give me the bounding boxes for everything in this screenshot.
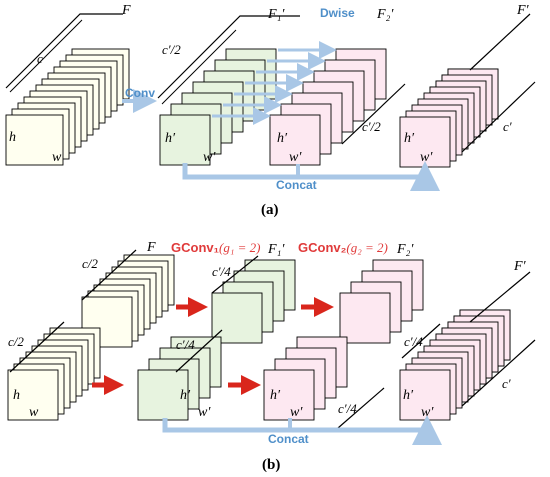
- gconv2-name: GConv₂: [298, 240, 347, 255]
- concat-arrow-b: [162, 415, 442, 445]
- label-h-a: h: [9, 130, 16, 145]
- output-feature-stack-b: [399, 309, 511, 421]
- label-h1-a: h′: [165, 131, 176, 146]
- label-w1-a: w′: [203, 150, 216, 165]
- label-w-a: w: [52, 150, 62, 165]
- gconv1-label-b: GConv₁(g₁ = 2): [171, 240, 260, 255]
- label-w-b: w: [29, 405, 39, 420]
- output-channel-sheet: [399, 369, 451, 421]
- gconv1-bottom-stack-b: [137, 336, 222, 421]
- label-cq3-b: c′/4: [404, 334, 423, 349]
- dwise-label-a: Dwise: [320, 6, 355, 20]
- gconv2-bottom-stack-b: [263, 336, 348, 421]
- label-cq2-b: c′/4: [176, 337, 195, 352]
- label-c-half-a: c′/2: [162, 42, 181, 57]
- label-h-b: h: [13, 388, 20, 403]
- bracket-f1-a: [157, 15, 300, 99]
- bracket-c-half-a: [161, 29, 237, 105]
- caption-b: (b): [262, 457, 280, 473]
- bracket-f-a: [5, 13, 123, 89]
- gconv2-bottom-channel-sheet: [263, 369, 315, 421]
- bracket-fprime-b: [469, 271, 531, 323]
- input-bottom-channel-sheet: [7, 369, 59, 421]
- label-h3-b: h′: [403, 388, 414, 403]
- gconv2-param: (g₂ = 2): [346, 240, 387, 255]
- label-f2-a: F₂′: [376, 7, 394, 22]
- label-h1-b: h′: [180, 388, 191, 403]
- bracket-cq2-b: [175, 329, 223, 373]
- panel-b: F c/2 c/2 h w GConv₁(g₁ = 2) F₁′ c′/4 c′…: [7, 240, 536, 473]
- gconv1-name: GConv₁: [171, 240, 219, 255]
- label-cq1-b: c′/4: [212, 264, 231, 279]
- bracket-c-half-bottom-b: [9, 321, 65, 373]
- label-c-half-right-a: c′/2: [362, 119, 381, 134]
- f2-feature-stack-a: [269, 48, 387, 166]
- label-h2-b: h′: [270, 388, 281, 403]
- label-cprime-b: c′: [502, 376, 511, 391]
- f2-channel-sheet: [269, 114, 321, 166]
- bracket-c-half-top-b: [81, 249, 137, 301]
- panel-a: F c h w Conv F₁′ c′/2 h′ w′ Dwise F₂′ h′…: [5, 3, 536, 218]
- bracket-cprime-a: [461, 81, 536, 153]
- output-feature-stack-a: [399, 68, 499, 168]
- label-w2-b: w′: [290, 405, 303, 420]
- gconv2-top-stack-b: [339, 259, 424, 344]
- gconv1-top-stack-b: [211, 259, 296, 344]
- label-f-b: F: [146, 240, 156, 255]
- gconv1-param: (g₁ = 2): [219, 240, 260, 255]
- bracket-cprime-b: [461, 339, 536, 407]
- label-c-a: c: [37, 51, 43, 66]
- label-fprime-a: F′: [516, 3, 530, 18]
- f1-channel-sheet: [159, 114, 211, 166]
- concat-arrow-a: [182, 161, 440, 191]
- label-c-half-top-b: c/2: [82, 256, 98, 271]
- conv-label-a: Conv: [125, 86, 155, 100]
- dwise-arrows-a: [212, 41, 337, 125]
- label-f-a: F: [121, 3, 131, 18]
- input-top-stack-b: [81, 254, 175, 348]
- concat-label-a: Concat: [276, 178, 317, 192]
- bracket-c-a: [9, 19, 83, 93]
- input-channel-sheet: [5, 114, 64, 166]
- output-channel-sheet: [399, 116, 451, 168]
- bracket-cq4-b: [337, 387, 385, 429]
- bracket-fprime-a: [469, 13, 531, 71]
- label-f1-a: F₁′: [267, 7, 285, 22]
- bracket-c-half-right-a: [341, 83, 406, 145]
- concat-label-b: Concat: [268, 432, 309, 446]
- f1-feature-stack-a: [159, 48, 277, 166]
- label-f1-b: F₁′: [267, 242, 285, 257]
- bracket-cq1-b: [211, 255, 259, 294]
- input-bottom-stack-b: [7, 327, 101, 421]
- label-fprime-b: F′: [513, 259, 527, 274]
- label-f2-b: F₂′: [396, 242, 414, 257]
- input-feature-stack-a: [5, 48, 130, 166]
- label-h3-a: h′: [404, 131, 415, 146]
- caption-a: (a): [261, 202, 279, 218]
- label-h2-a: h′: [277, 131, 288, 146]
- gconv2-label-b: GConv₂(g₂ = 2): [298, 240, 388, 255]
- label-w1-b: w′: [198, 405, 211, 420]
- label-cprime-a: c′: [503, 119, 512, 134]
- label-c-half-bottom-b: c/2: [8, 334, 24, 349]
- label-w3-b: w′: [421, 405, 434, 420]
- gconv1-top-channel-sheet: [211, 292, 263, 344]
- label-w2-a: w′: [289, 150, 302, 165]
- label-w3-a: w′: [420, 150, 433, 165]
- gconv2-top-channel-sheet: [339, 292, 391, 344]
- label-cq4-b: c′/4: [338, 401, 357, 416]
- bracket-cq3-b: [401, 323, 441, 359]
